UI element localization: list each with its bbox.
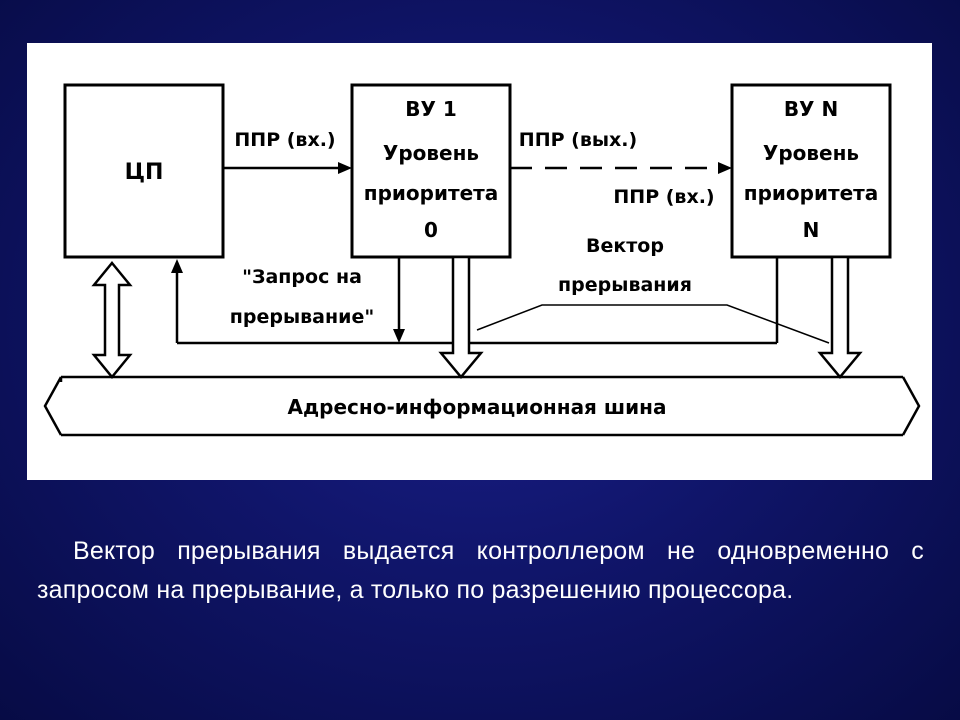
device-1-line2: Уровень [383, 141, 479, 165]
bus-right-head [901, 376, 921, 436]
device-1-bus-arrow [438, 255, 484, 379]
ppr-in-label-1: ППР (вх.) [234, 129, 335, 151]
ppr-in-arrowhead [338, 162, 352, 174]
vector-path-line [476, 304, 830, 344]
vector-label-line2: прерывания [558, 274, 692, 296]
ppr-out-label: ППР (вых.) [519, 129, 637, 151]
device-n-line2: Уровень [763, 141, 859, 165]
device-n-bus-arrow [817, 255, 863, 379]
ppr-out-arrowhead [718, 162, 732, 174]
cpu-block [63, 83, 225, 259]
device-n-line3: приоритета [744, 181, 878, 205]
caption-text: Вектор прерывания выдается контроллером … [37, 537, 924, 604]
device-n-block [730, 83, 892, 259]
cpu-label: ЦП [125, 160, 164, 185]
cpu-bus-double-arrow [91, 261, 133, 379]
interrupt-diagram: ЦП ВУ 1 Уровень приоритета 0 ВУ N Уровен… [43, 83, 921, 437]
bus-left-head [43, 376, 63, 436]
device-1-title: ВУ 1 [405, 97, 457, 121]
request-arrowhead-cpu [171, 259, 183, 273]
device-1-block [350, 83, 512, 259]
request-label-line1: "Запрос на [242, 266, 362, 288]
bus-label: Адресно-информационная шина [288, 395, 667, 419]
device-1-line3: приоритета [364, 181, 498, 205]
ppr-in-label-2: ППР (вх.) [613, 186, 714, 208]
device-n-title: ВУ N [784, 97, 838, 121]
vector-label-line1: Вектор [586, 235, 664, 257]
request-label-line2: прерывание" [230, 306, 374, 328]
request-arrowhead-device-1 [393, 329, 405, 343]
device-n-line4: N [803, 218, 820, 242]
device-1-line4: 0 [424, 218, 438, 242]
diagram-panel: ЦП ВУ 1 Уровень приоритета 0 ВУ N Уровен… [27, 43, 932, 480]
